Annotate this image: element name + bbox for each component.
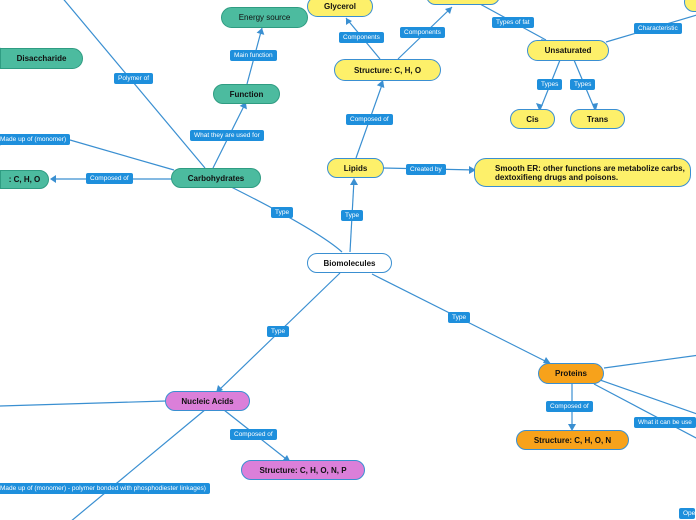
arrowhead-trans [592,103,598,110]
node-unsaturated-label: Unsaturated [544,46,592,55]
line-nucleic-left [0,400,167,407]
node-energy-source-label: Energy source [238,13,291,22]
arrowhead-protein-structure [568,424,576,431]
node-carbohydrate-structure-label: : C, H, O [8,175,41,184]
node-characteristic-partial[interactable] [684,0,696,12]
node-protein-structure[interactable]: Structure: C, H, O, N [516,430,629,450]
node-biomolecules-label: Biomolecules [323,258,376,268]
arrowhead-proteins [543,357,551,364]
node-smooth-er-label: Smooth ER: other functions are metaboliz… [495,163,685,182]
node-nucleic-structure[interactable]: Structure: C, H, O, N, P [241,460,365,480]
node-fat-partial[interactable] [426,0,500,5]
arrowhead-carb-structure [50,175,56,183]
node-protein-structure-label: Structure: C, H, O, N [533,435,612,445]
link-types-trans[interactable]: Types [570,79,596,90]
link-what-used-for[interactable]: What they are used for [190,130,264,141]
node-carbohydrates-label: Carbohydrates [187,173,245,183]
link-characteristic[interactable]: Characteristic [634,23,682,34]
node-energy-source[interactable]: Energy source [221,7,308,28]
arrowhead-lipids [350,178,358,185]
node-cis-label: Cis [526,114,539,124]
node-cis[interactable]: Cis [510,109,555,129]
node-lipids-label: Lipids [343,163,368,173]
node-proteins-label: Proteins [554,369,587,378]
node-carbohydrate-structure[interactable]: : C, H, O [0,170,49,189]
node-lipid-structure-label: Structure: C, H, O [353,65,422,75]
node-carbohydrates[interactable]: Carbohydrates [171,168,261,188]
link-composed-of-carbs[interactable]: Composed of [86,173,133,184]
link-composed-of-nucleic[interactable]: Composed of [230,429,277,440]
link-type-proteins[interactable]: Type [448,312,471,323]
node-disaccharide[interactable]: Disaccharide [0,48,83,69]
node-lipids[interactable]: Lipids [327,158,384,178]
link-type-lipids[interactable]: Type [341,210,364,221]
node-unsaturated[interactable]: Unsaturated [527,40,609,61]
line-carbohydrates-madeup [69,139,175,171]
arrowhead-glycerol [346,18,352,25]
line-nucleic-down [71,408,207,520]
node-lipid-structure[interactable]: Structure: C, H, O [334,59,441,81]
link-components-2[interactable]: Components [400,27,445,38]
link-composed-of-lipids[interactable]: Composed of [346,114,393,125]
node-smooth-er[interactable]: Smooth ER: other functions are metaboliz… [474,158,691,187]
node-glycerol-label: Glycerol [323,2,356,11]
link-components-1[interactable]: Components [339,32,384,43]
link-types-of-fat[interactable]: Types of fat [492,17,534,28]
link-created-by[interactable]: Created by [406,164,446,175]
line-proteins-right-2 [599,379,696,415]
link-composed-of-proteins[interactable]: Composed of [546,401,593,412]
arrowhead-energy [256,28,265,35]
node-function[interactable]: Function [213,84,280,104]
node-proteins[interactable]: Proteins [538,363,604,384]
line-proteins-right-1 [603,354,696,369]
node-biomolecules[interactable]: Biomolecules [307,253,392,273]
link-polymer-of[interactable]: Polymer of [114,73,154,84]
node-trans[interactable]: Trans [570,109,625,129]
node-function-label: Function [229,89,264,99]
link-made-up-of-nucleic[interactable]: Made up of (monomer) - polymer bonded wi… [0,483,210,494]
arrowhead-components [445,7,452,14]
node-disaccharide-label: Disaccharide [16,54,67,63]
line-biomolecules-carbohydrates [212,177,343,253]
link-type-nucleic[interactable]: Type [267,326,290,337]
link-types-cis[interactable]: Types [537,79,563,90]
arrowhead-lipid-structure [376,80,385,88]
link-ope[interactable]: Ope [679,508,696,519]
node-nucleic-structure-label: Structure: C, H, O, N, P [259,465,347,475]
arrowhead-cis [536,103,543,110]
node-trans-label: Trans [586,114,609,124]
node-nucleic-acids-label: Nucleic Acids [181,396,234,406]
link-made-up-of[interactable]: Made up of (monomer) [0,134,71,145]
link-what-it-can-be-used[interactable]: What it can be use [634,417,696,428]
arrowhead-smooth [469,166,476,174]
node-nucleic-acids[interactable]: Nucleic Acids [165,391,250,411]
node-glycerol[interactable]: Glycerol [307,0,373,17]
link-main-function[interactable]: Main function [230,50,277,61]
line-proteins-right-3 [593,383,696,439]
link-type-carbs[interactable]: Type [271,207,294,218]
